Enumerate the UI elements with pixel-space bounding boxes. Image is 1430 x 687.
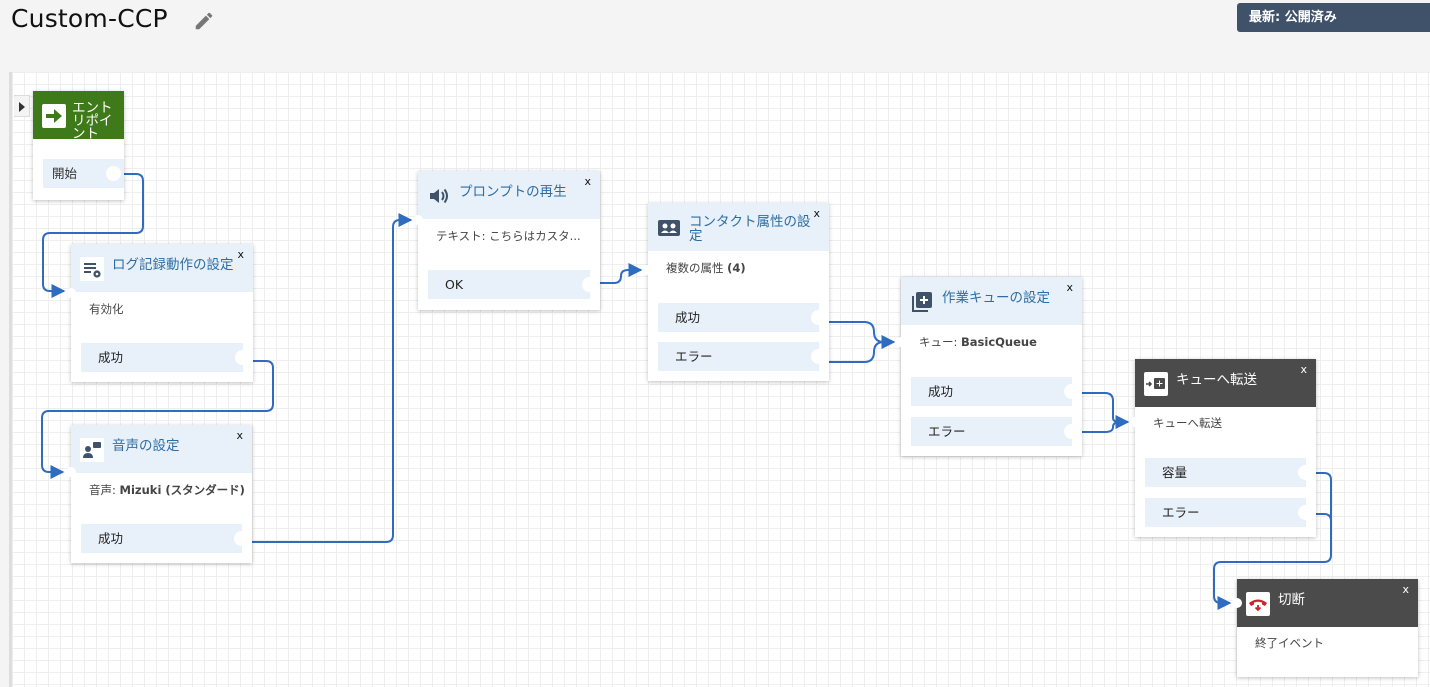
contacts-icon: [658, 220, 680, 236]
block-description: 有効化: [89, 302, 124, 316]
block-description: テキスト: こちらはカスタ...: [436, 229, 581, 243]
output-port[interactable]: [235, 350, 250, 365]
desc-label: 複数の属性: [666, 261, 724, 275]
branch-success[interactable]: 成功: [81, 524, 249, 553]
block-header: 切断 x: [1237, 579, 1418, 627]
voice-chat-icon: [80, 438, 104, 462]
transfer-to-queue-block[interactable]: キューへ転送 x キューへ転送 容量 エラー: [1130, 359, 1316, 537]
hangup-phone-icon: [1246, 592, 1270, 616]
branch-label: 成功: [98, 350, 124, 365]
close-icon[interactable]: x: [584, 175, 591, 188]
play-prompt-block[interactable]: プロンプトの再生 x テキスト: こちらはカスタ... OK: [413, 171, 600, 310]
block-description: 終了イベント: [1255, 636, 1324, 650]
output-port[interactable]: [106, 166, 121, 181]
branch-label: 成功: [98, 531, 124, 546]
block-header: コンタクト属性の設定 x: [648, 203, 829, 251]
block-header: 音声の設定 x: [71, 425, 252, 473]
branch-capacity[interactable]: 容量: [1145, 458, 1313, 487]
output-port[interactable]: [1298, 505, 1313, 520]
block-title: 音声の設定: [112, 438, 180, 454]
block-header: キューへ転送 x: [1135, 359, 1316, 407]
desc-value: BasicQueue: [961, 335, 1037, 349]
branch-label: エラー: [928, 424, 966, 439]
branch-start[interactable]: 開始: [43, 159, 124, 188]
branch-label: エラー: [1162, 505, 1200, 520]
branch-label: 容量: [1162, 465, 1188, 480]
input-port[interactable]: [1130, 417, 1140, 427]
desc-label: 音声:: [89, 483, 116, 497]
input-port[interactable]: [413, 215, 423, 225]
block-header: ログ記録動作の設定 x: [71, 244, 253, 292]
block-title: ログ記録動作の設定: [112, 257, 234, 273]
desc-value: Mizuki (スタンダード): [119, 483, 245, 497]
input-port[interactable]: [896, 337, 906, 347]
close-icon[interactable]: x: [237, 248, 244, 261]
expand-panel-toggle[interactable]: [14, 95, 30, 117]
block-header: 作業キューの設定 x: [901, 277, 1082, 325]
page-title: Custom-CCP: [11, 4, 168, 33]
output-port[interactable]: [1064, 384, 1079, 399]
branch-label: エラー: [675, 349, 713, 364]
speaker-icon: [430, 188, 448, 204]
block-description: 複数の属性 (4): [666, 260, 746, 276]
set-working-queue-block[interactable]: 作業キューの設定 x キュー: BasicQueue 成功 エラー: [896, 277, 1082, 456]
close-icon[interactable]: x: [1066, 281, 1073, 294]
output-port[interactable]: [1064, 424, 1079, 439]
set-logging-block[interactable]: ログ記録動作の設定 x 有効化 成功: [66, 244, 253, 382]
branch-ok[interactable]: OK: [428, 270, 597, 299]
set-contact-attributes-block[interactable]: コンタクト属性の設定 x 複数の属性 (4) 成功 エラー: [643, 203, 829, 381]
flow-header: Custom-CCP 最新: 公開済み: [0, 0, 1430, 72]
desc-label: キュー:: [919, 335, 958, 349]
block-title: プロンプトの再生: [459, 184, 567, 200]
block-title: キューへ転送: [1176, 372, 1257, 388]
entry-point-block[interactable]: エントリポイント 開始: [33, 91, 124, 200]
pencil-icon[interactable]: [193, 10, 215, 32]
block-description: 音声: Mizuki (スタンダード): [89, 482, 245, 498]
transfer-queue-icon: [1144, 372, 1168, 396]
block-title: 作業キューの設定: [942, 290, 1050, 306]
close-icon[interactable]: x: [1402, 583, 1409, 596]
branch-error[interactable]: エラー: [658, 342, 826, 371]
entry-point-header: エントリポイント: [33, 91, 124, 139]
branch-label: OK: [445, 277, 464, 292]
output-port[interactable]: [811, 310, 826, 325]
queue-add-icon: [912, 292, 932, 312]
output-port[interactable]: [811, 349, 826, 364]
input-port[interactable]: [66, 288, 76, 298]
block-header: プロンプトの再生 x: [418, 171, 600, 219]
close-icon[interactable]: x: [236, 429, 243, 442]
output-port[interactable]: [582, 277, 597, 292]
input-port[interactable]: [66, 467, 76, 477]
branch-start-label: 開始: [52, 166, 78, 181]
block-description: キュー: BasicQueue: [919, 334, 1037, 350]
logging-gear-icon: [80, 257, 104, 281]
disconnect-block[interactable]: 切断 x 終了イベント: [1232, 579, 1418, 677]
status-badge[interactable]: 最新: 公開済み: [1237, 3, 1430, 32]
entry-point-title: エントリポイント: [72, 100, 113, 139]
block-description: キューへ転送: [1153, 416, 1222, 430]
desc-value: (4): [727, 261, 746, 275]
branch-label: 成功: [675, 310, 701, 325]
input-port[interactable]: [1232, 598, 1242, 608]
branch-error[interactable]: エラー: [911, 417, 1079, 446]
input-port[interactable]: [643, 265, 653, 275]
set-voice-block[interactable]: 音声の設定 x 音声: Mizuki (スタンダード) 成功: [66, 425, 252, 563]
block-title: コンタクト属性の設定: [689, 214, 811, 244]
branch-success[interactable]: 成功: [81, 343, 250, 372]
entry-arrow-icon: [42, 104, 66, 128]
close-icon[interactable]: x: [1300, 363, 1307, 376]
block-title: 切断: [1278, 592, 1305, 608]
output-port[interactable]: [1298, 465, 1313, 480]
output-port[interactable]: [234, 531, 249, 546]
branch-success[interactable]: 成功: [658, 303, 826, 332]
branch-success[interactable]: 成功: [911, 377, 1079, 406]
close-icon[interactable]: x: [813, 207, 820, 220]
branch-error[interactable]: エラー: [1145, 498, 1313, 527]
branch-label: 成功: [928, 384, 954, 399]
